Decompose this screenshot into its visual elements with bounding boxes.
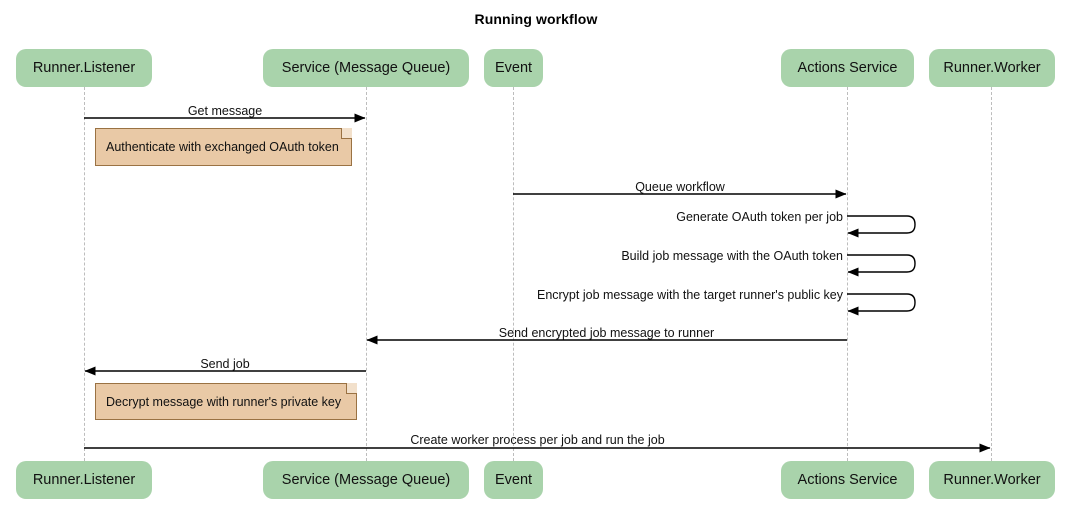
participant-event-top[interactable]: Event <box>484 49 543 87</box>
participant-listener-top[interactable]: Runner.Listener <box>16 49 152 87</box>
participant-service-bottom[interactable]: Service (Message Queue) <box>263 461 469 499</box>
lifeline-listener <box>84 87 85 461</box>
note-fold-corner-icon <box>341 128 352 139</box>
lifeline-event <box>513 87 514 461</box>
page-title: Running workflow <box>474 11 598 27</box>
participant-label: Actions Service <box>797 472 898 488</box>
note-text: Authenticate with exchanged OAuth token <box>106 140 339 154</box>
participant-label: Runner.Listener <box>32 60 136 76</box>
self-message-m3 <box>847 215 916 238</box>
message-label-m8: Create worker process per job and run th… <box>410 433 665 447</box>
participant-label: Service (Message Queue) <box>281 472 451 488</box>
participant-label: Runner.Listener <box>32 472 136 488</box>
note-authenticate: Authenticate with exchanged OAuth token <box>95 128 352 166</box>
message-label-m1: Get message <box>187 104 263 118</box>
message-label-m5: Encrypt job message with the target runn… <box>536 288 843 302</box>
participant-label: Event <box>494 60 533 76</box>
self-message-m4 <box>847 254 916 277</box>
note-decrypt: Decrypt message with runner's private ke… <box>95 383 357 420</box>
participant-label: Runner.Worker <box>943 60 1041 76</box>
message-label-m4: Build job message with the OAuth token <box>621 249 843 263</box>
message-label-m3: Generate OAuth token per job <box>676 210 843 224</box>
lifeline-service <box>366 87 367 461</box>
message-label-m6: Send encrypted job message to runner <box>498 326 715 340</box>
self-message-m5 <box>847 293 916 316</box>
participant-label: Actions Service <box>797 60 898 76</box>
message-label-m2: Queue workflow <box>635 180 725 194</box>
participant-listener-bottom[interactable]: Runner.Listener <box>16 461 152 499</box>
participant-label: Runner.Worker <box>943 472 1041 488</box>
participant-event-bottom[interactable]: Event <box>484 461 543 499</box>
message-label-m7: Send job <box>200 357 250 371</box>
participant-label: Event <box>494 472 533 488</box>
participant-actions-bottom[interactable]: Actions Service <box>781 461 914 499</box>
participant-actions-top[interactable]: Actions Service <box>781 49 914 87</box>
participant-worker-bottom[interactable]: Runner.Worker <box>929 461 1055 499</box>
note-fold-corner-icon <box>346 383 357 394</box>
participant-label: Service (Message Queue) <box>281 60 451 76</box>
participant-worker-top[interactable]: Runner.Worker <box>929 49 1055 87</box>
participant-service-top[interactable]: Service (Message Queue) <box>263 49 469 87</box>
lifeline-worker <box>991 87 992 461</box>
note-text: Decrypt message with runner's private ke… <box>106 394 342 409</box>
